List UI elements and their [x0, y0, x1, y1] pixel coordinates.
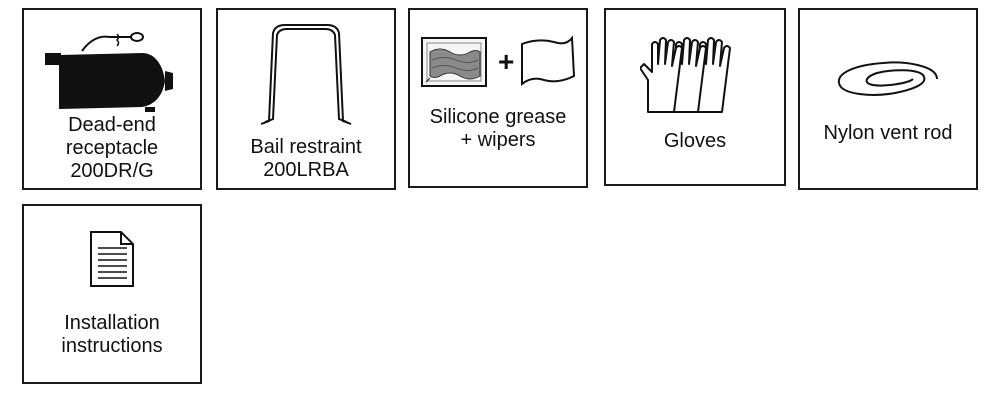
- kit-item-gloves: Gloves: [604, 8, 786, 186]
- kit-item-bail-restraint: Bail restraint 200LRBA: [216, 8, 396, 190]
- kit-item-nylon-vent-rod: Nylon vent rod: [798, 8, 978, 190]
- caption-line: 200DR/G: [70, 160, 154, 182]
- document-icon: [90, 231, 134, 287]
- plus-sign: +: [498, 46, 515, 77]
- bail-restraint-icon: [260, 24, 352, 125]
- item-caption: Dead-end receptacle 200DR/G: [26, 114, 198, 183]
- dead-end-receptacle-icon: [45, 31, 173, 112]
- caption-line: Gloves: [663, 130, 727, 152]
- caption-line: Bail restraint: [250, 136, 362, 158]
- silicone-grease-wipers-icon: [421, 35, 576, 87]
- gloves-icon: [640, 37, 731, 113]
- item-caption: Nylon vent rod: [802, 122, 974, 145]
- caption-line: instructions: [61, 335, 163, 357]
- item-caption: Silicone grease + wipers: [412, 106, 584, 152]
- kit-item-installation-instructions: Installation instructions: [22, 204, 202, 384]
- caption-line: Dead-end: [68, 114, 156, 136]
- item-caption: Gloves: [608, 130, 782, 153]
- nylon-vent-rod-icon: [837, 61, 938, 96]
- kit-item-silicone-grease-wipers: + Silicone grease + wipers: [408, 8, 588, 188]
- caption-line: Installation: [64, 312, 160, 334]
- caption-line: Nylon vent rod: [823, 122, 953, 144]
- caption-line: receptacle: [65, 137, 159, 159]
- caption-line: 200LRBA: [263, 159, 349, 181]
- kit-item-dead-end-receptacle: Dead-end receptacle 200DR/G: [22, 8, 202, 190]
- caption-line: Silicone grease: [429, 106, 567, 128]
- item-caption: Bail restraint 200LRBA: [220, 136, 392, 182]
- caption-line: + wipers: [460, 129, 536, 151]
- item-caption: Installation instructions: [26, 312, 198, 358]
